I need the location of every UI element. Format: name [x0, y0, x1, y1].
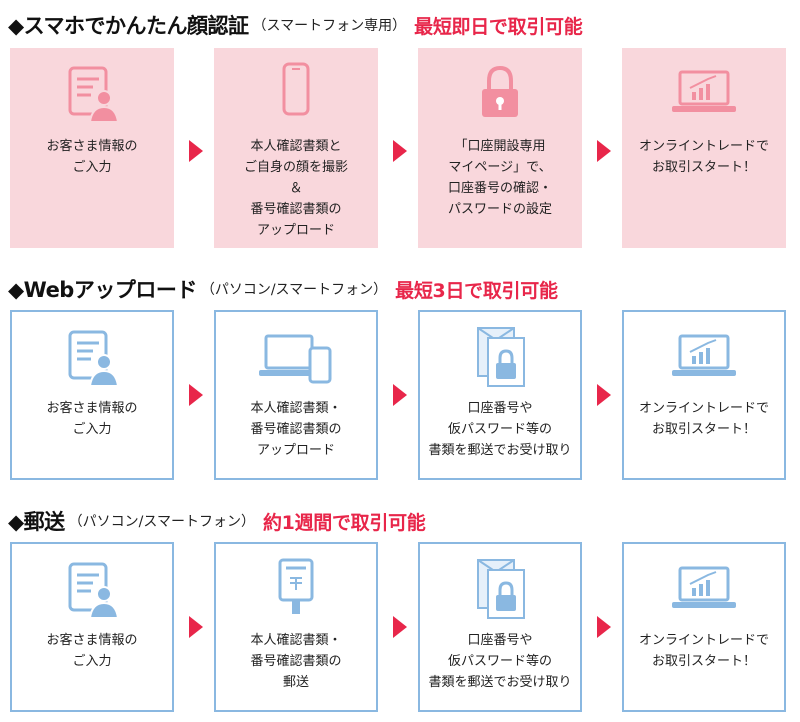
- step-text: オンライントレードで お取引スタート！: [638, 401, 769, 437]
- flow-arrow: [597, 616, 611, 638]
- smartphone-icon: [282, 62, 310, 116]
- step-card: お客さま情報の ご入力: [10, 310, 174, 480]
- section-lead-time: 最短即日で取引可能: [414, 15, 583, 38]
- section-lead-time: 最短3日で取引可能: [395, 279, 558, 302]
- step-card: お客さま情報の ご入力: [10, 48, 174, 248]
- section-subtitle: （スマートフォン専用）: [252, 18, 407, 34]
- step-card: 本人確認書類と ご自身の顔を撮影 ＆ 番号確認書類の アップロード: [214, 48, 378, 248]
- laptop-chart-icon: [672, 334, 736, 376]
- step-text: オンライントレードで お取引スタート！: [638, 633, 769, 669]
- profile-form-icon: [68, 562, 120, 619]
- flow-arrow: [393, 616, 407, 638]
- section-title: ◆Webアップロード: [8, 278, 197, 302]
- envelope-lock-icon: [477, 327, 525, 387]
- step-text: 口座番号や 仮パスワード等の 書類を郵送でお受け取り: [428, 633, 572, 690]
- section-lead-time: 約1週間で取引可能: [262, 511, 426, 534]
- section-heading: ◆郵送 （パソコン/スマートフォン） 約1週間で取引可能: [8, 504, 426, 538]
- step-card: オンライントレードで お取引スタート！: [622, 48, 786, 248]
- step-text: 本人確認書類と ご自身の顔を撮影 ＆ 番号確認書類の アップロード: [243, 139, 348, 238]
- step-text: 本人確認書類・ 番号確認書類の 郵送: [250, 633, 342, 690]
- section-title: ◆スマホでかんたん顔認証: [8, 14, 249, 38]
- laptop-chart-icon: [672, 70, 736, 112]
- step-card: 口座番号や 仮パスワード等の 書類を郵送でお受け取り: [418, 542, 582, 712]
- step-card: お客さま情報の ご入力: [10, 542, 174, 712]
- step-card: 本人確認書類・ 番号確認書類の アップロード: [214, 310, 378, 480]
- step-card: オンライントレードで お取引スタート！: [622, 310, 786, 480]
- section-heading: ◆Webアップロード （パソコン/スマートフォン） 最短3日で取引可能: [8, 272, 558, 306]
- flow-arrow: [597, 140, 611, 162]
- section-subtitle: （パソコン/スマートフォン）: [200, 282, 388, 298]
- step-text: オンライントレードで お取引スタート！: [638, 139, 769, 175]
- step-text: 「口座開設専用 マイページ」で、 口座番号の確認・ パスワードの設定: [447, 139, 552, 217]
- step-card: 口座番号や 仮パスワード等の 書類を郵送でお受け取り: [418, 310, 582, 480]
- padlock-icon: [482, 65, 518, 117]
- step-text: 口座番号や 仮パスワード等の 書類を郵送でお受け取り: [428, 401, 572, 458]
- flow-arrow: [189, 384, 203, 406]
- flow-arrow: [393, 140, 407, 162]
- flow-arrow: [189, 140, 203, 162]
- laptop-chart-icon: [672, 566, 736, 608]
- flow-arrow: [189, 616, 203, 638]
- flow-arrow: [597, 384, 611, 406]
- section-title: ◆郵送: [8, 510, 65, 534]
- envelope-lock-icon: [477, 559, 525, 619]
- flow-arrow: [393, 384, 407, 406]
- laptop-phone-icon: [259, 334, 332, 384]
- step-card: オンライントレードで お取引スタート！: [622, 542, 786, 712]
- profile-form-icon: [68, 66, 120, 123]
- step-card: 本人確認書類・ 番号確認書類の 郵送: [214, 542, 378, 712]
- step-text: お客さま情報の ご入力: [46, 139, 138, 175]
- postbox-icon: [278, 558, 314, 614]
- step-card: 「口座開設専用 マイページ」で、 口座番号の確認・ パスワードの設定: [418, 48, 582, 248]
- step-text: お客さま情報の ご入力: [46, 401, 138, 437]
- section-heading: ◆スマホでかんたん顔認証 （スマートフォン専用） 最短即日で取引可能: [8, 8, 583, 42]
- step-text: お客さま情報の ご入力: [46, 633, 138, 669]
- profile-form-icon: [68, 330, 120, 387]
- step-text: 本人確認書類・ 番号確認書類の アップロード: [250, 401, 342, 458]
- section-subtitle: （パソコン/スマートフォン）: [68, 514, 255, 530]
